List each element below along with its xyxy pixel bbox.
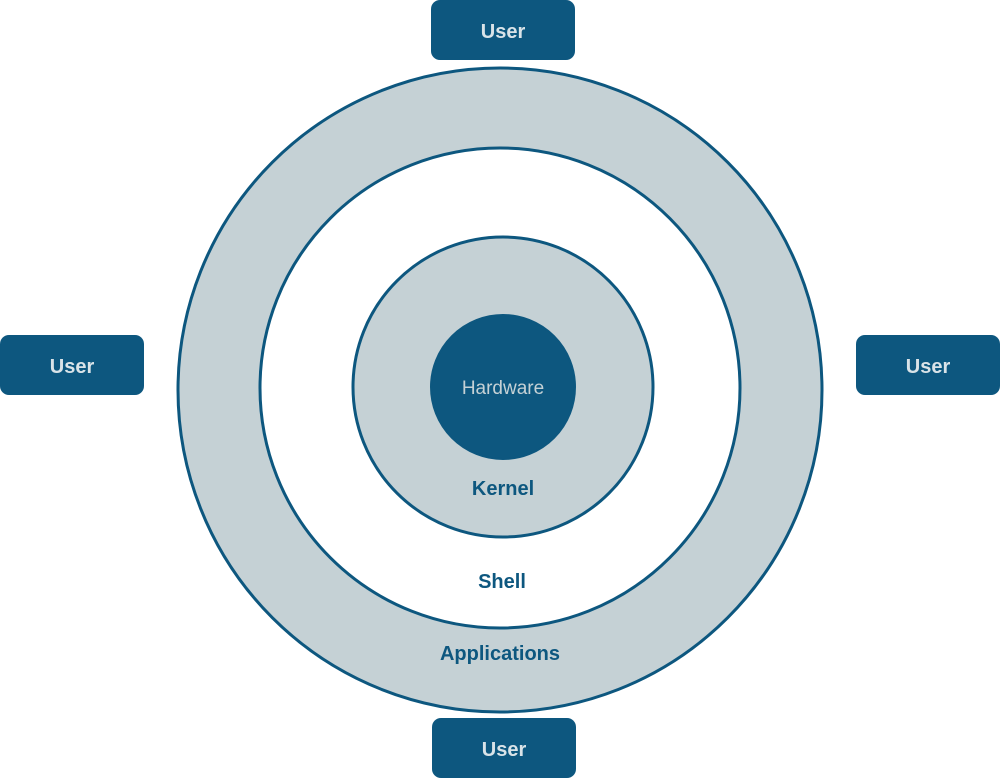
user-label-bottom: User: [482, 739, 527, 761]
user-box-top-shape: [431, 0, 575, 60]
user-box-left-shape: [0, 335, 144, 395]
user-box-right: User: [856, 335, 1000, 395]
hardware-label: Hardware: [462, 378, 544, 399]
user-box-left: User: [0, 335, 144, 395]
kernel-label: Kernel: [472, 478, 534, 500]
user-label-left: User: [50, 356, 95, 378]
user-label-right: User: [906, 356, 951, 378]
user-box-top: User: [431, 0, 575, 60]
user-box-bottom: User: [432, 718, 576, 778]
user-box-right-shape: [856, 335, 1000, 395]
user-box-bottom-shape: [432, 718, 576, 778]
user-label-top: User: [481, 21, 526, 43]
hardware-core: [430, 314, 576, 460]
applications-label: Applications: [440, 643, 560, 665]
shell-label: Shell: [478, 571, 526, 593]
